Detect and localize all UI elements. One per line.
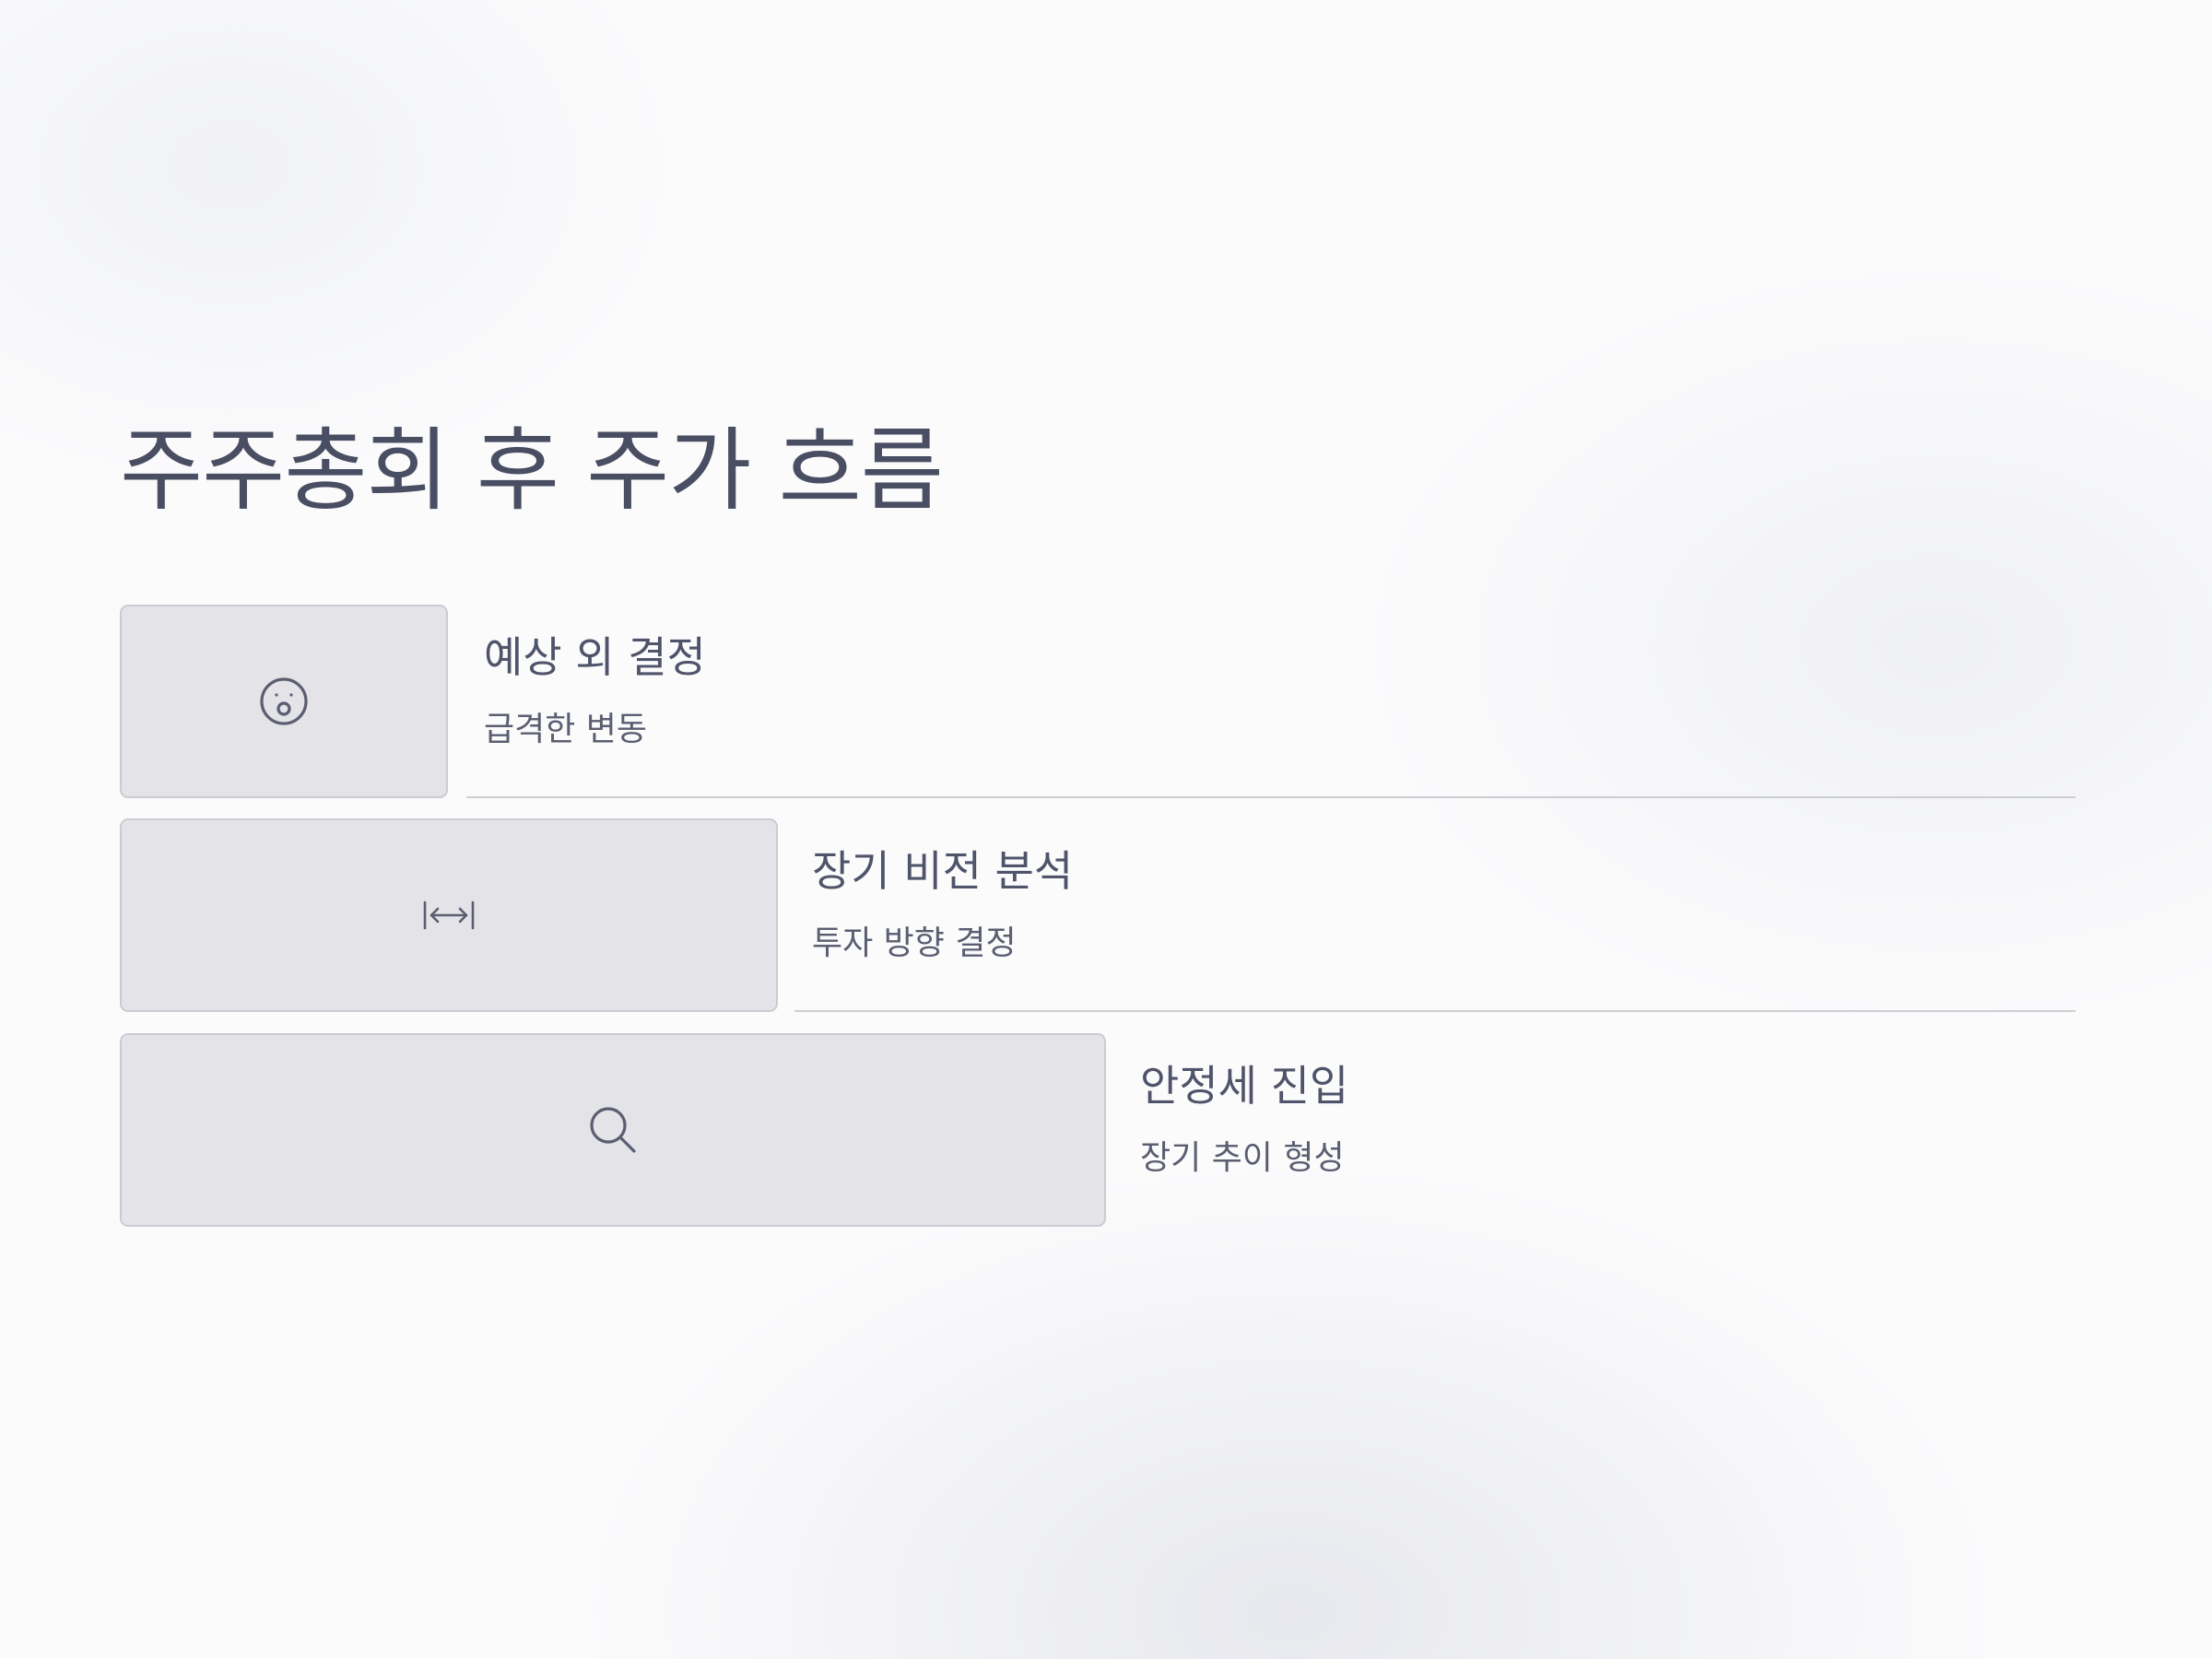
step-1-title: 예상 외 결정 [484,632,706,682]
step-1-subtitle: 급격한 변동 [484,711,648,748]
step-1-divider [466,796,2076,798]
step-3-title: 안정세 진입 [1140,1061,1349,1111]
arrows-horizontal-icon [422,899,476,932]
step-3-subtitle: 장기 추이 형성 [1140,1139,1345,1177]
search-icon [586,1103,640,1157]
step-2-title: 장기 비전 분석 [812,846,1074,896]
step-2-subtitle: 투자 방향 결정 [812,924,1017,962]
step-2-box [120,818,778,1012]
step-3-box [120,1033,1106,1227]
page-title: 주주총회 후 주가 흐름 [120,418,944,524]
step-2: 장기 비전 분석 투자 방향 결정 [120,818,2076,1014]
step-3: 안정세 진입 장기 추이 형성 [120,1033,2076,1229]
step-1: 예상 외 결정 급격한 변동 [120,605,2076,800]
step-2-divider [794,1010,2076,1012]
step-1-box [120,605,448,798]
surprised-face-icon [258,676,310,727]
